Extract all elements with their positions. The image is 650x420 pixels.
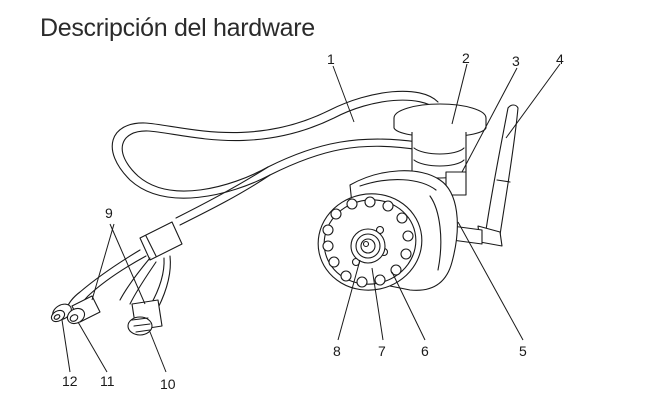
dc-connector-11 — [66, 295, 101, 325]
page-title: Descripción del hardware — [40, 14, 315, 42]
network-connector-10 — [127, 299, 163, 336]
callout-3: 3 — [512, 53, 520, 69]
lens — [350, 228, 386, 264]
callout-7: 7 — [378, 343, 386, 359]
leader-lines — [61, 63, 561, 373]
callout-10: 10 — [160, 376, 176, 392]
callout-numbers: 1 2 3 4 5 6 7 8 9 10 11 12 — [62, 50, 564, 392]
callout-4: 4 — [556, 51, 564, 67]
callout-5: 5 — [519, 343, 527, 359]
power-cable — [111, 90, 439, 226]
antenna — [451, 104, 519, 247]
wall-mount — [393, 103, 487, 196]
ir-led-ring — [322, 196, 414, 288]
callout-8: 8 — [333, 343, 341, 359]
callout-1: 1 — [327, 51, 335, 67]
callout-6: 6 — [421, 343, 429, 359]
callout-2: 2 — [462, 50, 470, 66]
callout-9: 9 — [105, 205, 113, 221]
callout-11: 11 — [100, 373, 115, 389]
callout-12: 12 — [62, 373, 78, 389]
dc-connector-12 — [50, 303, 72, 323]
